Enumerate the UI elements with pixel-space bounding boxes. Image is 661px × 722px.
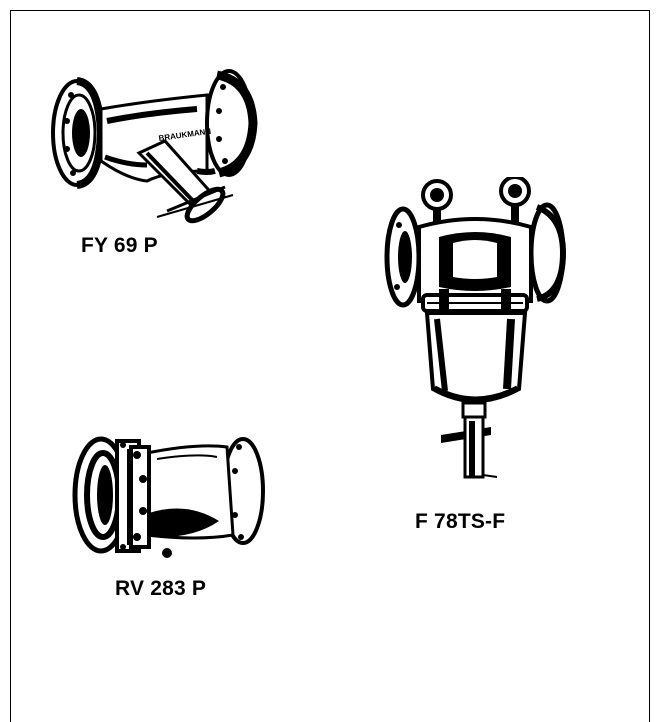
check-valve-illustration bbox=[72, 436, 265, 558]
caption-fy69p: FY 69 P bbox=[81, 234, 158, 257]
caption-rv283p: RV 283 P bbox=[115, 577, 207, 600]
y-strainer-illustration: BRAUKMANN bbox=[51, 69, 258, 224]
product-fy69p: BRAUKMANN bbox=[47, 61, 262, 236]
fine-filter-illustration bbox=[384, 177, 567, 479]
product-f78tsf bbox=[379, 177, 569, 487]
document-frame: BRAUKMANN FY 69 P bbox=[10, 10, 650, 722]
caption-f78tsf: F 78TS-F bbox=[415, 510, 506, 533]
product-rv283p bbox=[67, 431, 287, 566]
